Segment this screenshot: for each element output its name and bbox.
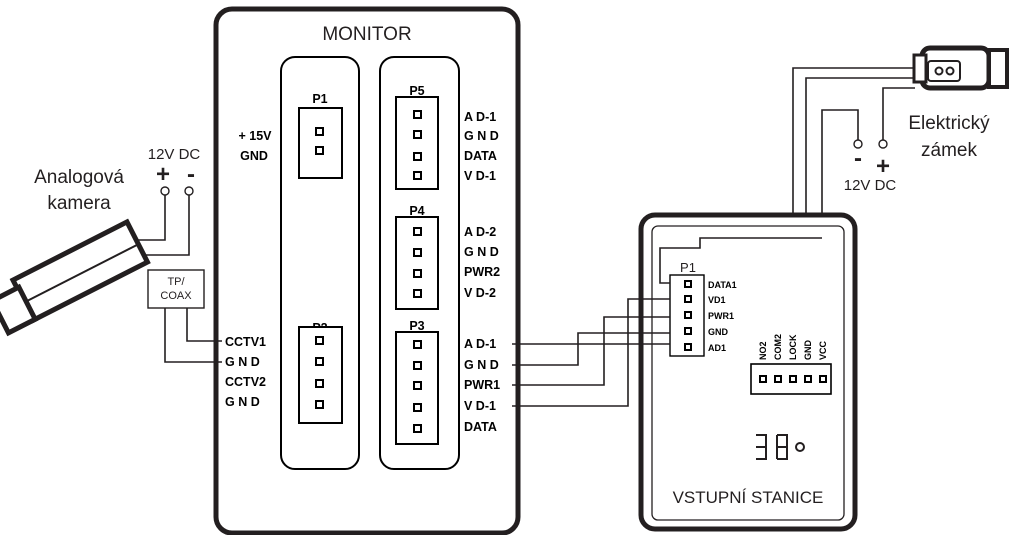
connector-p1: P1 xyxy=(298,92,343,179)
monitor-left-panel xyxy=(280,56,360,470)
lock-label-line1: Elektrický xyxy=(908,113,990,134)
camera-supply-wires xyxy=(138,186,194,256)
terminal-com2: COM2 xyxy=(773,334,783,360)
p1-pin-gnd: GND xyxy=(240,149,268,163)
connector-p3: P3 xyxy=(395,319,439,445)
p3-pin-gnd: G N D xyxy=(464,358,499,372)
lock-minus-sign: - xyxy=(854,145,862,172)
p3-pin-pwr1: PWR1 xyxy=(464,378,500,392)
p2-pin-cctv2: CCTV2 xyxy=(225,375,266,389)
station-display xyxy=(756,434,805,460)
connector-p1-label: P1 xyxy=(312,92,327,106)
connector-p5: P5 xyxy=(395,84,439,190)
station-pin-gnd: GND xyxy=(708,327,729,337)
connector-p4: P4 xyxy=(395,204,439,310)
station-title: VSTUPNÍ STANICE xyxy=(673,488,824,507)
monitor-title: MONITOR xyxy=(322,24,411,45)
station-inner-border xyxy=(651,225,845,521)
p1-pin-15v: + 15V xyxy=(238,129,272,143)
camera-label-line1: Analogová xyxy=(34,167,124,188)
station-pin-vd1: VD1 xyxy=(708,295,726,305)
connector-p5-label: P5 xyxy=(409,84,424,98)
station-p1-label: P1 xyxy=(680,260,696,275)
terminal-lock: LOCK xyxy=(788,334,798,360)
p4-pin-ad2: A D-2 xyxy=(464,225,496,239)
tp-coax-converter: TP/ COAX xyxy=(147,269,205,309)
converter-line2: COAX xyxy=(160,290,192,302)
p2-pin-gnd1: G N D xyxy=(225,355,260,369)
monitor-housing xyxy=(213,6,521,535)
p5-pin-ad1: A D-1 xyxy=(464,110,496,124)
connector-p4-label: P4 xyxy=(409,204,424,218)
station-pin-pwr1: PWR1 xyxy=(708,311,734,321)
p5-pin-data: DATA xyxy=(464,149,497,163)
camera-label-line2: kamera xyxy=(47,193,111,214)
station-pin-data1: DATA1 xyxy=(708,280,737,290)
converter-line1: TP/ xyxy=(167,276,185,288)
p3-pin-data: DATA xyxy=(464,420,497,434)
lock-label-line2: zámek xyxy=(921,140,977,161)
terminal-no2: NO2 xyxy=(758,341,768,360)
camera-minus-sign: - xyxy=(187,161,195,188)
monitor-station-wires xyxy=(512,298,670,407)
camera-video-wires xyxy=(164,308,222,363)
p3-pin-vd1: V D-1 xyxy=(464,399,496,413)
terminal-gnd: GND xyxy=(803,340,813,361)
p4-pin-pwr2: PWR2 xyxy=(464,265,500,279)
lock-supply-label: 12V DC xyxy=(844,177,897,194)
station-data-wire xyxy=(659,237,822,284)
p3-pin-ad1: A D-1 xyxy=(464,337,496,351)
p4-pin-vd2: V D-2 xyxy=(464,286,496,300)
p5-pin-vd1: V D-1 xyxy=(464,169,496,183)
p4-pin-gnd: G N D xyxy=(464,245,499,259)
connector-p3-label: P3 xyxy=(409,319,424,333)
camera-plus-sign: + xyxy=(156,161,170,188)
p2-pin-gnd2: G N D xyxy=(225,395,260,409)
camera-supply-label: 12V DC xyxy=(148,146,201,163)
p2-pin-cctv1: CCTV1 xyxy=(225,335,266,349)
station-pin-ad1: AD1 xyxy=(708,343,726,353)
lock-plus-sign: + xyxy=(876,153,890,180)
lock-body xyxy=(912,45,1009,91)
p5-pin-gnd: G N D xyxy=(464,129,499,143)
monitor-right-panel xyxy=(379,56,460,470)
terminal-vcc: VCC xyxy=(818,340,828,360)
camera-body xyxy=(0,218,151,337)
connector-p2: P2 xyxy=(298,321,343,424)
